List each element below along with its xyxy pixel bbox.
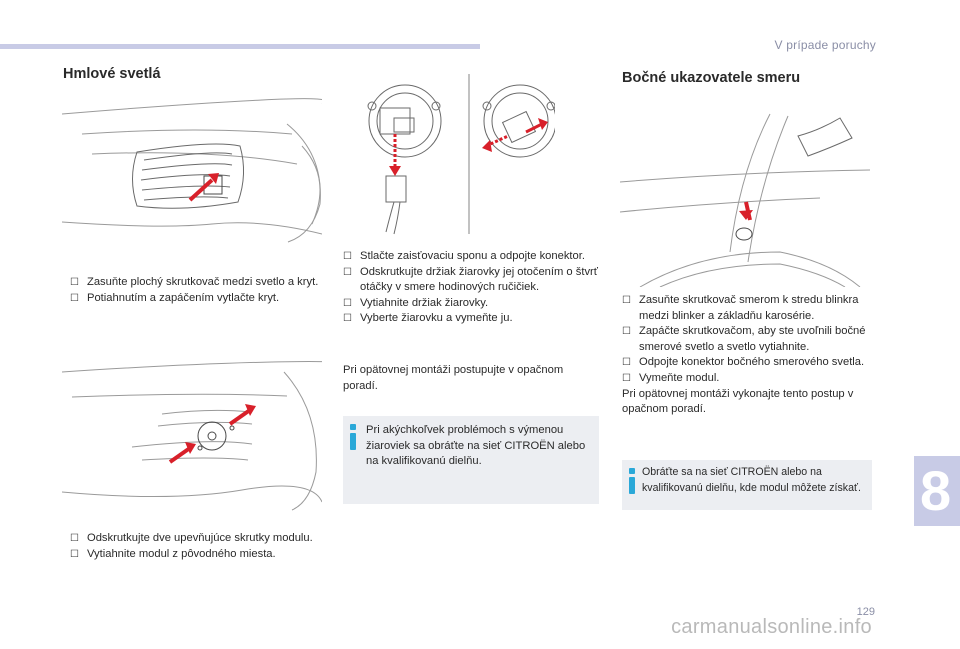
checkbox-bullet-icon: ☐ — [70, 548, 79, 560]
info-box-module: Obráťte sa na sieť CITROËN alebo na kval… — [622, 460, 872, 510]
list-item: ☐Zasuňte skrutkovač smerom k stredu blin… — [622, 294, 859, 322]
info-icon — [628, 468, 636, 494]
side-indicator-steps: ☐Zasuňte skrutkovač smerom k stredu blin… — [622, 293, 872, 418]
page-number: 129 — [856, 606, 875, 618]
checkbox-bullet-icon: ☐ — [70, 533, 79, 544]
checkbox-bullet-icon: ☐ — [70, 292, 79, 304]
chapter-title: V prípade poruchy — [774, 38, 876, 52]
chapter-number: 8 — [920, 459, 952, 522]
fog-lights-title: Hmlové svetlá — [63, 66, 161, 82]
info-box-text: Obráťte sa na sieť CITROËN alebo na kval… — [642, 466, 861, 494]
chapter-tab: 8 — [914, 456, 960, 526]
list-item: ☐Vytiahnite modul z pôvodného miesta. — [70, 547, 320, 563]
bulb-holder-removal-illustration — [367, 74, 555, 235]
info-box-text: Pri akýchkoľvek problémoch s výmenou žia… — [366, 424, 586, 468]
list-item: ☐Zasuňte plochý skrutkovač medzi svetlo … — [70, 275, 320, 291]
checkbox-bullet-icon: ☐ — [622, 326, 631, 338]
watermark: carmanualsonline.info — [671, 616, 872, 638]
info-icon — [349, 424, 357, 450]
list-item: ☐Zapáčte skrutkovačom, aby ste uvoľnili … — [622, 325, 866, 353]
checkbox-bullet-icon: ☐ — [343, 297, 352, 309]
fog-light-steps-2: ☐Odskrutkujte dve upevňujúce skrutky mod… — [70, 531, 320, 562]
checkbox-bullet-icon: ☐ — [343, 251, 352, 262]
list-item: ☐Stlačte zaisťovaciu sponu a odpojte kon… — [343, 249, 599, 265]
checkbox-bullet-icon: ☐ — [70, 277, 79, 288]
list-item: ☐Potiahnutím a zapáčením vytlačte kryt. — [70, 291, 320, 307]
list-item: ☐Vymeňte modul. — [622, 371, 872, 387]
side-indicators-title: Bočné ukazovatele smeru — [622, 70, 801, 86]
list-item: ☐Odskrutkujte dve upevňujúce skrutky mod… — [70, 531, 320, 547]
side-indicator-illustration — [620, 113, 871, 287]
checkbox-bullet-icon: ☐ — [622, 357, 631, 369]
reassembly-note: Pri opätovnej montáži postupujte v opačn… — [343, 364, 564, 392]
info-box-bulbs: Pri akýchkoľvek problémoch s výmenou žia… — [343, 416, 599, 504]
bulb-steps: ☐Stlačte zaisťovaciu sponu a odpojte kon… — [343, 249, 599, 327]
checkbox-bullet-icon: ☐ — [622, 372, 631, 384]
list-item: ☐Vyberte žiarovku a vymeňte ju. — [343, 311, 599, 327]
checkbox-bullet-icon: ☐ — [343, 313, 352, 325]
fog-light-steps-1: ☐Zasuňte plochý skrutkovač medzi svetlo … — [70, 275, 320, 306]
list-item: ☐Odskrutkujte držiak žiarovky jej otočen… — [343, 265, 598, 294]
checkbox-bullet-icon: ☐ — [343, 266, 352, 278]
checkbox-bullet-icon: ☐ — [622, 295, 631, 306]
list-item: ☐Vytiahnite držiak žiarovky. — [343, 296, 599, 312]
side-indicator-reassembly-note: Pri opätovnej montáži vykonajte tento po… — [622, 387, 854, 416]
header-accent-bar — [0, 44, 480, 49]
list-item: ☐Odpojte konektor bočného smerového svet… — [622, 355, 872, 371]
fog-light-module-screws-illustration — [62, 361, 322, 511]
fog-light-cover-illustration — [62, 98, 322, 243]
